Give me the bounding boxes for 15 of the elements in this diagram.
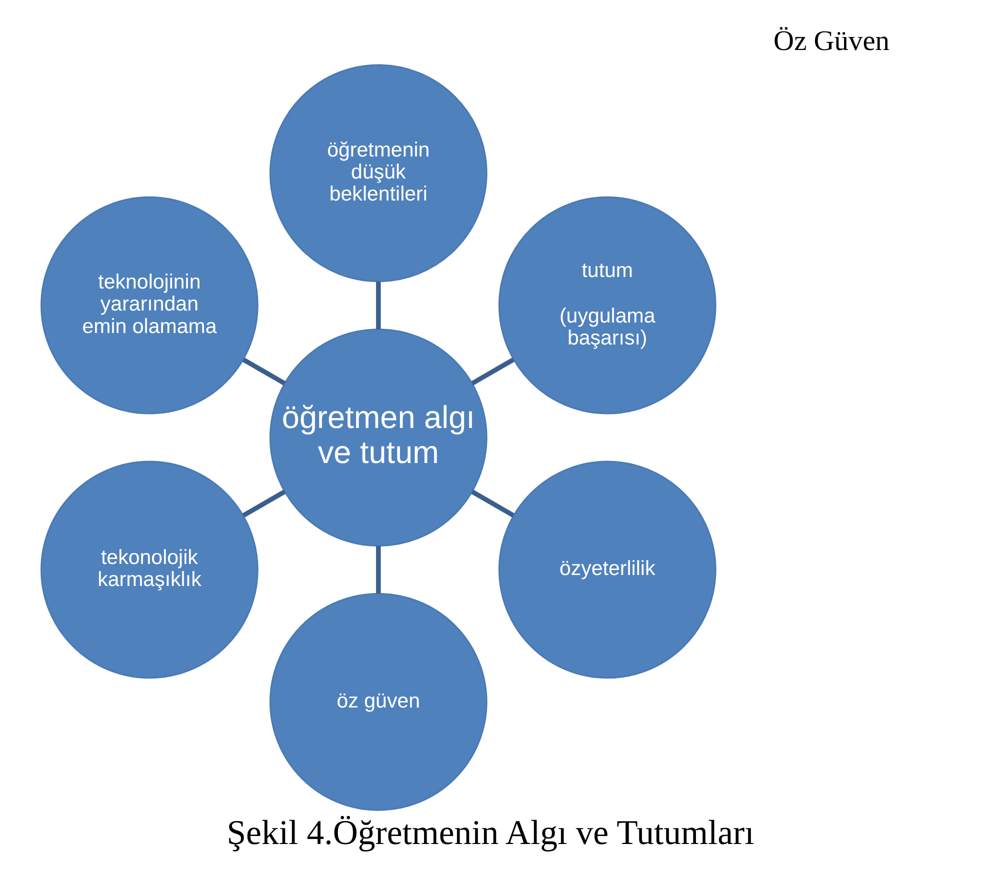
node-circle: öğretmenin düşük beklentileri xyxy=(269,64,488,282)
node-circle: özyeterlilik xyxy=(498,460,716,679)
connector xyxy=(242,490,286,518)
connector xyxy=(376,546,381,594)
connector xyxy=(471,358,515,386)
connector xyxy=(242,358,286,386)
node-circle: tekonolojik karmaşıklık xyxy=(40,460,258,679)
node-circle: öğretmen algı ve tutum xyxy=(269,328,488,546)
connector xyxy=(471,490,515,518)
node-circle: teknolojinin yararından emin olamama xyxy=(40,196,258,414)
connector xyxy=(376,282,381,330)
caption: Şekil 4.Öğretmenin Algı ve Tutumları xyxy=(226,813,754,852)
node-circle: tutum (uygulama başarısı) xyxy=(498,196,716,414)
node-circle: öz güven xyxy=(269,592,488,811)
label: Öz Güven xyxy=(774,26,890,57)
